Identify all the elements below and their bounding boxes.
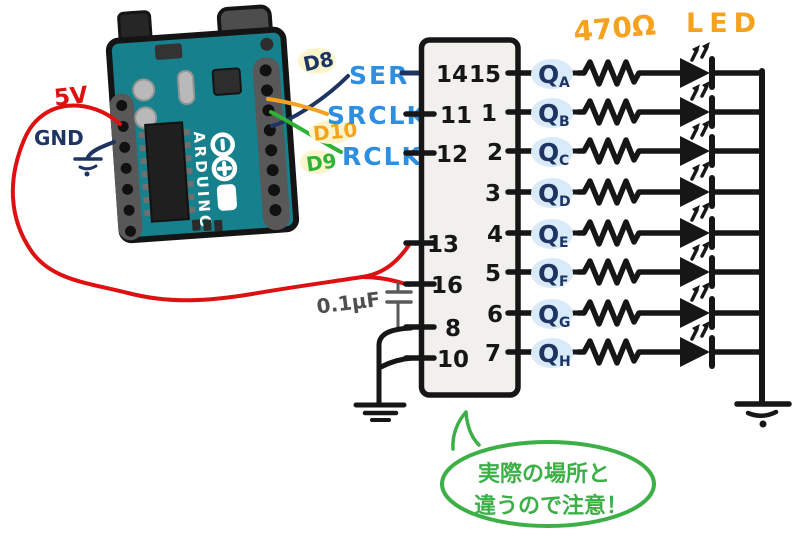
qe-label: Q	[538, 220, 559, 249]
pin-5-label: 5	[485, 261, 501, 287]
capacitor-value-label: 0.1μF	[315, 287, 381, 319]
qc-sub: C	[559, 153, 569, 169]
component-block	[154, 43, 183, 60]
pin-13-label: 13	[427, 232, 459, 258]
pin-16-label: 16	[431, 273, 463, 299]
qc-label: Q	[538, 138, 559, 167]
wire-5v	[10, 103, 411, 303]
pin-8-label: 8	[445, 316, 461, 342]
pin-3-label: 3	[485, 181, 501, 207]
qf-label: Q	[538, 259, 559, 288]
pin-2-label: 2	[487, 140, 503, 166]
qg-sub: G	[559, 315, 571, 331]
qh-sub: H	[559, 354, 571, 370]
wire-d10	[266, 97, 329, 116]
qg-label: Q	[538, 300, 559, 329]
wire-gnd-pin10	[376, 355, 415, 371]
ground-symbol-arduino	[73, 157, 103, 177]
logo-plate	[216, 184, 237, 211]
led-title-label: LED	[686, 8, 762, 39]
pin-12-label: 12	[436, 142, 468, 168]
qe-sub: E	[559, 235, 569, 251]
arduino-board: ARDUINO	[105, 4, 300, 244]
qa-label: Q	[538, 60, 559, 89]
pin-10-label: 10	[437, 347, 469, 373]
qd-label: Q	[538, 179, 559, 208]
d8-label: D8	[301, 47, 336, 77]
d8-highlight	[298, 48, 336, 74]
ground-symbol-chip	[353, 402, 407, 422]
note-line-1: 実際の場所と	[478, 461, 610, 487]
d10-highlight	[309, 120, 353, 144]
crystal	[176, 69, 196, 106]
qb-label: Q	[538, 99, 559, 128]
d9-label: D9	[305, 148, 339, 176]
note-line-2: 違うので注意！	[474, 493, 628, 519]
left-header-pins	[116, 100, 137, 237]
d9-highlight	[300, 150, 334, 174]
wire-5v-branch	[360, 275, 411, 287]
pin-6-label: 6	[487, 302, 503, 328]
capacitor-can	[132, 78, 156, 102]
qf-sub: F	[559, 274, 569, 290]
arduino-logo-icon	[210, 132, 238, 182]
d10-label: D10	[312, 117, 359, 146]
small-ic	[211, 67, 242, 96]
pin-11-label: 11	[440, 103, 472, 129]
note-bubble-tail	[451, 410, 481, 451]
note-bubble: 実際の場所と 違うので注意！	[440, 410, 656, 528]
resistor-value-label: 470Ω	[572, 8, 657, 48]
mcu-chip	[138, 121, 196, 223]
mount-hole	[260, 37, 274, 51]
capacitor-symbol	[385, 281, 413, 332]
pin-14-label: 14	[436, 62, 468, 88]
wire-d9	[269, 110, 343, 154]
bottom-pads	[191, 219, 223, 232]
ser-label: SER	[349, 61, 409, 90]
rclk-label: RCLK	[342, 142, 423, 171]
pin-7-label: 7	[485, 341, 501, 367]
qd-sub: D	[559, 194, 571, 210]
pin-4-label: 4	[487, 222, 503, 248]
shift-register-chip	[418, 37, 521, 398]
qa-sub: A	[559, 75, 570, 91]
wire-gnd-pin8	[376, 325, 414, 406]
ground-symbol-leds	[734, 401, 792, 428]
pin-1-label: 1	[481, 101, 497, 127]
qb-sub: B	[559, 114, 570, 130]
qh-label: Q	[538, 339, 559, 368]
wire-gnd	[86, 140, 116, 159]
gnd-label: GND	[34, 126, 84, 150]
wire-d8	[270, 74, 350, 128]
pin-15-label: 15	[469, 62, 501, 88]
